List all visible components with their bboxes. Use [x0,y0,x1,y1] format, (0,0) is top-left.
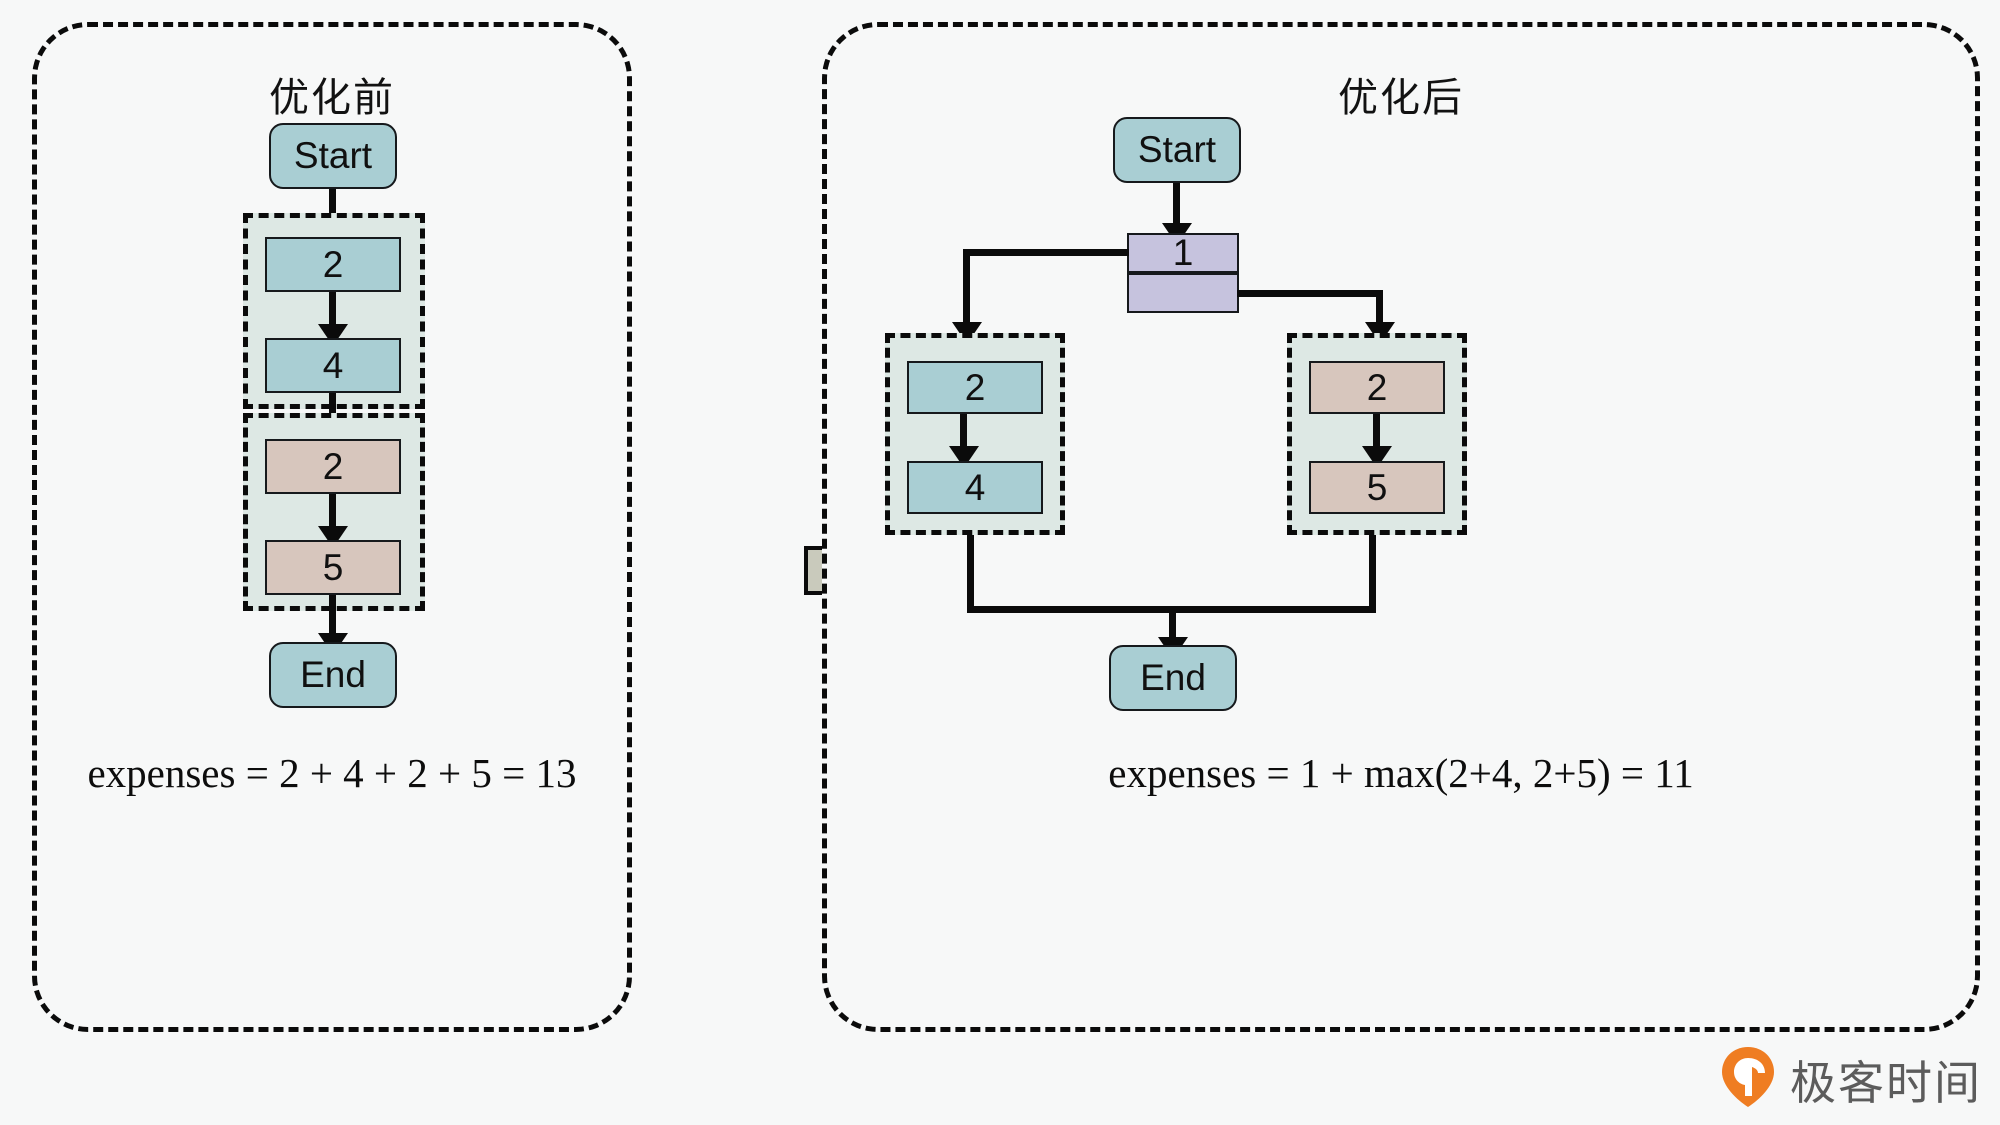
node-after-right-a[interactable]: 2 [1309,361,1445,414]
edge-g2-to-end [329,595,336,657]
edge-fork-left-vertical [963,249,970,337]
node-after-right-b[interactable]: 5 [1309,461,1445,514]
edge-merge-left-vertical [967,535,974,613]
edge-g2a-to-g2b [329,494,336,542]
panel-after-optimization: 优化后 Start 1 2 4 2 5 End expenses = 1 + m… [822,22,1980,1032]
edge-after-right-a-b [1373,414,1380,462]
formula-before: expenses = 2 + 4 + 2 + 5 = 13 [87,750,577,796]
node-start-before[interactable]: Start [269,123,397,189]
watermark-text: 极客时间 [1790,1056,1982,1109]
edge-after-left-a-b [960,414,967,462]
panel-after-title: 优化后 [1338,76,1464,120]
node-fork-bottom[interactable] [1127,273,1239,313]
node-end-before[interactable]: End [269,642,397,708]
edge-fork-right-vertical [1376,290,1383,337]
node-before-g1-b[interactable]: 4 [265,338,401,393]
node-fork-top[interactable]: 1 [1127,232,1239,273]
watermark: 极客时间 [1720,1046,1982,1113]
node-before-g2-a[interactable]: 2 [265,439,401,494]
node-after-left-b[interactable]: 4 [907,461,1043,514]
edge-g1a-to-g1b [329,292,336,340]
node-before-g2-b[interactable]: 5 [265,540,401,595]
node-before-g1-a[interactable]: 2 [265,237,401,292]
geektime-logo-icon [1720,1046,1776,1113]
edge-fork-right-horizontal [1237,290,1383,297]
edge-fork-left-horizontal [963,249,1129,256]
node-after-left-a[interactable]: 2 [907,361,1043,414]
edge-merge-to-end [1169,606,1176,652]
node-end-after[interactable]: End [1109,645,1237,711]
edge-start-to-fork [1173,183,1180,241]
node-start-after[interactable]: Start [1113,117,1241,183]
formula-after: expenses = 1 + max(2+4, 2+5) = 11 [1108,750,1694,796]
panel-before-optimization: 优化前 Start 2 4 2 5 End expenses = 2 + 4 +… [32,22,632,1032]
panel-before-title: 优化前 [269,76,395,120]
edge-merge-right-vertical [1369,535,1376,613]
